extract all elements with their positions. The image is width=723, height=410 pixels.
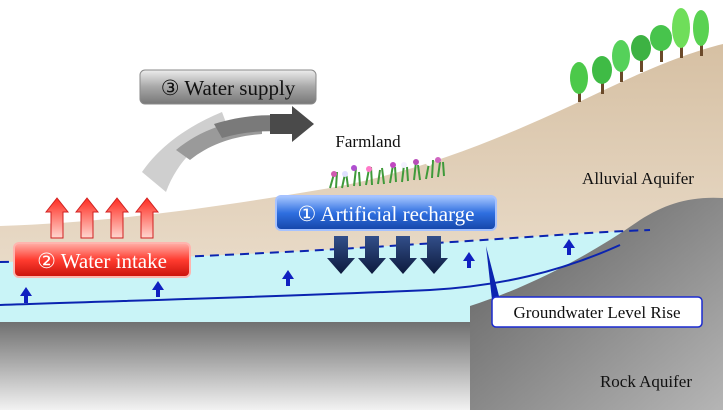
groundwater-level-rise-label: Groundwater Level Rise: [513, 303, 680, 322]
groundwater-callout-pointer: [486, 246, 500, 300]
alluvial-aquifer-label: Alluvial Aquifer: [582, 169, 694, 188]
tree-icon: [612, 40, 630, 82]
artificial-recharge-label: ① Artificial recharge: [297, 202, 474, 226]
tree-icon: [631, 35, 651, 72]
water-intake-label: ② Water intake: [37, 249, 167, 273]
down-arrow-icon: [327, 236, 448, 274]
groundwater-level-box: [491, 296, 703, 328]
water-supply-label: ③ Water supply: [161, 76, 296, 100]
tree-icon: [570, 62, 588, 102]
curved-arrow-icon: [142, 106, 314, 192]
up-arrow-icon: [20, 287, 32, 303]
rock-aquifer-label: Rock Aquifer: [600, 372, 692, 391]
artificial-recharge-box: [275, 195, 497, 231]
water-supply-box: [139, 69, 317, 105]
tree-icon: [693, 10, 709, 56]
tree-icon: [592, 56, 612, 94]
flower-icon: [329, 157, 445, 189]
up-arrow-icon: [463, 252, 475, 268]
farmland-label: Farmland: [335, 132, 401, 151]
tree-icon: [672, 8, 690, 58]
up-arrow-icon: [563, 239, 575, 255]
up-arrow-icon: [152, 281, 164, 297]
water-intake-box: [13, 242, 191, 278]
rock-surface-line: [0, 244, 621, 306]
tree-icon: [650, 25, 672, 62]
up-arrow-icon: [44, 197, 160, 239]
up-arrow-icon: [282, 270, 294, 286]
